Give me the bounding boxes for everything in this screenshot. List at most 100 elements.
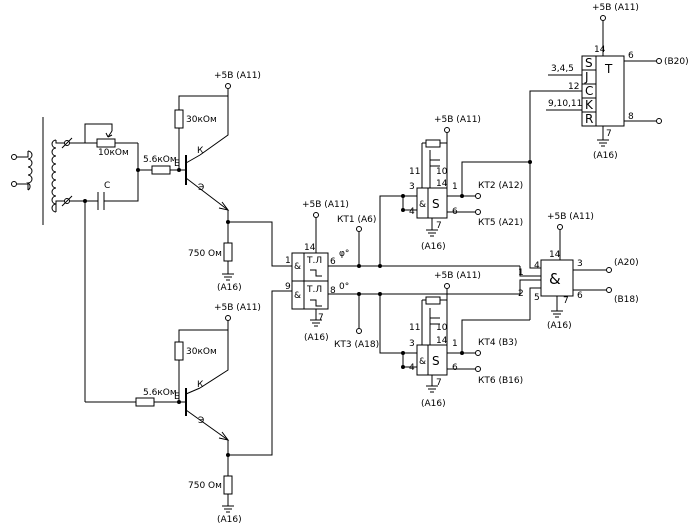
label-jk-s: S <box>585 56 593 70</box>
label-750-top: 750 Ом <box>188 249 222 259</box>
label-zero: 0° <box>339 282 349 292</box>
transistor-top: +5В (А11) 30кОм К Б Э 750 Ом (А16) <box>174 71 292 293</box>
label-kt6: КТ6 (В16) <box>478 376 523 386</box>
pin-s1-1: 1 <box>452 182 458 192</box>
jk-trigger: +5В (А11) S J C K R T 14 12 6 8 7 3,4,5 … <box>529 3 689 162</box>
label-30k-top: 30кОм <box>186 115 217 125</box>
pin-s1-10: 10 <box>436 167 448 177</box>
pin-and-2: 2 <box>518 289 524 299</box>
pin-tl-8: 8 <box>330 286 336 296</box>
label-kt5: КТ5 (А21) <box>478 218 523 228</box>
pin-s2-10: 10 <box>436 323 448 333</box>
label-r-5k6-bottom: 5.6кОм <box>143 388 177 398</box>
label-jk-r: R <box>585 112 593 126</box>
pin-s2-7: 7 <box>436 378 442 388</box>
pin-jk-8: 8 <box>628 112 634 122</box>
label-jk-pins-345: 3,4,5 <box>551 64 574 74</box>
label-5v-s1: +5В (А11) <box>434 115 481 125</box>
pin-tl-1: 1 <box>285 256 291 266</box>
label-k-bottom: К <box>197 380 204 390</box>
s-block-lower: +5В (А11) & S 11 10 14 3 4 1 6 7 (А16) К… <box>379 271 530 409</box>
pin-s1-14: 14 <box>436 179 448 189</box>
label-5v-jk: +5В (А11) <box>592 3 639 13</box>
label-kt4: КТ4 (В3) <box>478 338 517 348</box>
label-e-top: Э <box>198 183 204 193</box>
s-block-upper: +5В (А11) & S 11 10 14 3 4 1 6 7 (А16) К… <box>379 115 530 266</box>
label-pot-10k: 10кОм <box>98 148 129 158</box>
label-5v-t1: +5В (А11) <box>214 71 261 81</box>
logic-block-tl: +5В (А11) & & Т.Л Т.Л 14 1 9 6 8 7 (А16)… <box>285 200 520 350</box>
pin-and-14: 14 <box>549 250 561 260</box>
pin-tl-6: 6 <box>330 257 336 267</box>
pin-s2-14: 14 <box>436 336 448 346</box>
label-phi: φ° <box>339 249 349 259</box>
pin-jk-12: 12 <box>568 82 579 92</box>
label-jk-j: J <box>584 70 589 84</box>
label-a16-t2: (А16) <box>217 515 242 525</box>
pin-tl-7: 7 <box>318 313 324 323</box>
label-5v-tl: +5В (А11) <box>302 200 349 210</box>
label-kt1: КТ1 (А6) <box>337 215 376 225</box>
pin-s1-3: 3 <box>409 182 415 192</box>
label-a16-s1: (А16) <box>421 242 446 252</box>
label-a16-t1: (А16) <box>217 283 242 293</box>
label-tl1: Т.Л <box>306 256 322 266</box>
pin-s2-11: 11 <box>409 323 420 333</box>
label-jk-c: C <box>585 84 593 98</box>
label-s2: S <box>432 354 440 368</box>
pin-and-7: 7 <box>563 296 569 306</box>
pin-s2-3: 3 <box>409 339 415 349</box>
pin-and-3: 3 <box>577 259 583 269</box>
label-amp-tl2: & <box>294 291 301 301</box>
label-kt3: КТ3 (А18) <box>334 340 379 350</box>
label-30k-bottom: 30кОм <box>186 347 217 357</box>
input-network: 10кОм С 5.6кОм <box>70 123 186 402</box>
label-s1: S <box>432 197 440 211</box>
label-jk-t: T <box>604 62 613 76</box>
label-amp-s1: & <box>419 200 426 210</box>
pin-tl-9: 9 <box>285 282 291 292</box>
label-a16-jk: (А16) <box>593 151 618 161</box>
label-r-5k6-top: 5.6кОм <box>143 155 177 165</box>
label-jk-k: K <box>585 98 594 112</box>
label-amp-tl1: & <box>294 262 301 272</box>
label-jk-pins-91011: 9,10,11 <box>548 99 582 109</box>
label-a16-s2: (А16) <box>421 399 446 409</box>
label-750-bottom: 750 Ом <box>188 481 222 491</box>
label-amp-s2: & <box>419 357 426 367</box>
pin-and-4: 4 <box>534 261 540 271</box>
pin-jk-7: 7 <box>606 129 612 139</box>
pin-jk-6: 6 <box>628 51 634 61</box>
label-kt2: КТ2 (А12) <box>478 181 523 191</box>
and-gate: +5В (А11) & 14 4 1 2 5 3 6 7 (А20) (В18)… <box>518 160 639 331</box>
transformer <box>11 117 73 225</box>
label-b-top: Б <box>174 159 180 169</box>
pin-s1-7: 7 <box>436 221 442 231</box>
label-e-bottom: Э <box>198 416 204 426</box>
pin-and-1: 1 <box>518 268 524 278</box>
pin-s1-4: 4 <box>409 207 415 217</box>
label-capacitor: С <box>104 181 110 191</box>
pin-s2-4: 4 <box>409 363 415 373</box>
label-b20: (В20) <box>664 57 689 67</box>
label-k-top: К <box>197 146 204 156</box>
label-a20: (А20) <box>614 258 639 268</box>
pin-s1-11: 11 <box>409 167 420 177</box>
label-a16-and: (А16) <box>547 321 572 331</box>
label-5v-and: +5В (А11) <box>547 212 594 222</box>
label-a16-tl: (А16) <box>304 333 329 343</box>
label-5v-t2: +5В (А11) <box>214 303 261 313</box>
label-b-bottom: Б <box>174 392 180 402</box>
label-b18: (В18) <box>614 295 639 305</box>
pin-jk-14: 14 <box>594 45 606 55</box>
pin-s2-6: 6 <box>452 363 458 373</box>
transistor-bottom: +5В (А11) 30кОм 5.6кОм К Б Э 750 Ом (А16… <box>85 290 292 525</box>
label-5v-s2: +5В (А11) <box>434 271 481 281</box>
pin-and-6: 6 <box>577 291 583 301</box>
pin-s2-1: 1 <box>452 339 458 349</box>
pin-tl-14: 14 <box>304 243 316 253</box>
pin-and-5: 5 <box>534 293 540 303</box>
label-tl2: Т.Л <box>306 285 322 295</box>
label-amp-and: & <box>549 270 561 288</box>
